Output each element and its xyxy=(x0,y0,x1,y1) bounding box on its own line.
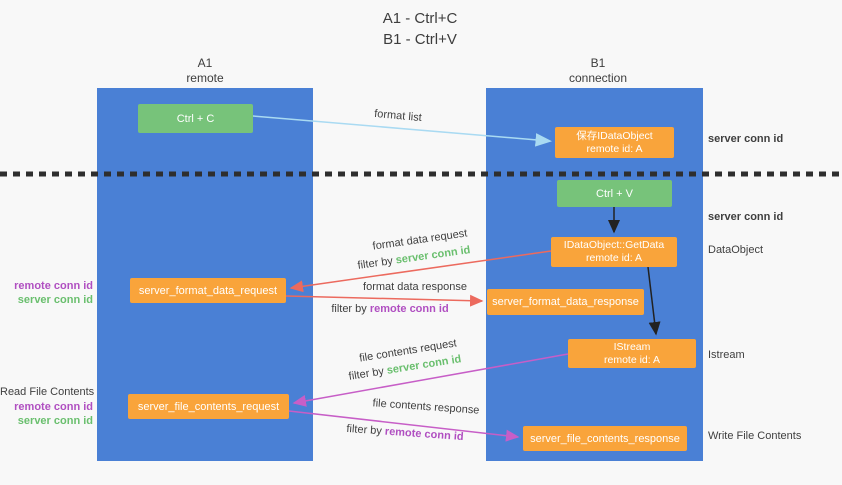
filter-by-text: filter by xyxy=(331,303,370,315)
annotation-remote-conn-id-top: remote conn id xyxy=(14,280,93,292)
filter-by-text: filter by xyxy=(356,254,397,272)
annotation-remote-conn-id-bottom: remote conn id xyxy=(14,401,93,413)
node-save-dataobject: 保存IDataObject remote id: A xyxy=(555,127,674,158)
annotation-write-file-contents: Write File Contents xyxy=(708,430,802,442)
node-istream-line1: IStream xyxy=(613,340,651,353)
node-getdata: IDataObject::GetData remote id: A xyxy=(551,237,677,267)
annotation-server-conn-id-left-bottom: server conn id xyxy=(17,415,93,427)
lifeline-header-left: A1 remote xyxy=(135,56,275,86)
node-save-dataobject-line2: remote id: A xyxy=(586,142,643,155)
node-getdata-line1: IDataObject::GetData xyxy=(563,239,665,251)
node-server-format-data-response: server_format_data_response xyxy=(487,289,644,315)
title-line-2: B1 - Ctrl+V xyxy=(383,31,457,48)
label-format-data-response: format data response xyxy=(363,281,467,293)
node-server-format-data-response-label: server_format_data_response xyxy=(492,296,639,308)
node-ctrl-c-label: Ctrl + C xyxy=(176,112,215,125)
annotation-server-conn-id-top: server conn id xyxy=(708,133,784,145)
label-file-contents-response: file contents response xyxy=(372,397,480,417)
label-format-list: format list xyxy=(373,107,423,125)
label-filter-format-data-response: filter by remote conn id xyxy=(310,303,470,315)
diagram-title: A1 - Ctrl+C B1 - Ctrl+V xyxy=(300,8,540,50)
node-getdata-line2: remote id: A xyxy=(585,252,643,264)
remote-conn-id-text: remote conn id xyxy=(369,303,449,315)
annotation-istream: Istream xyxy=(708,349,745,361)
annotation-server-conn-id-left-top: server conn id xyxy=(17,294,93,306)
node-ctrl-c: Ctrl + C xyxy=(138,104,253,133)
annotation-server-conn-id-mid: server conn id xyxy=(708,211,784,223)
node-save-dataobject-line1: 保存IDataObject xyxy=(576,129,653,142)
filter-by-text: filter by xyxy=(347,364,388,383)
remote-conn-id-text: remote conn id xyxy=(384,425,464,444)
annotation-read-file-contents: Read File Contents xyxy=(0,386,95,398)
lifeline-header-right: B1 connection xyxy=(528,56,668,86)
title-line-1: A1 - Ctrl+C xyxy=(382,10,458,27)
label-filter-file-contents-response: filter by remote conn id xyxy=(325,421,485,444)
node-istream: IStream remote id: A xyxy=(568,339,696,368)
node-istream-line2: remote id: A xyxy=(603,353,661,366)
node-server-format-data-request-label: server_format_data_request xyxy=(138,284,278,297)
annotation-dataobject: DataObject xyxy=(708,244,764,256)
node-ctrl-v: Ctrl + V xyxy=(557,180,672,207)
lifeline-right-name: B1 xyxy=(590,56,606,70)
lifeline-right-role: connection xyxy=(568,71,628,85)
filter-by-text: filter by xyxy=(346,422,386,438)
node-ctrl-v-label: Ctrl + V xyxy=(596,187,633,200)
node-server-file-contents-response-label: server_file_contents_response xyxy=(530,432,680,445)
node-server-format-data-request: server_format_data_request xyxy=(130,278,286,303)
node-server-file-contents-request-label: server_file_contents_request xyxy=(137,400,280,413)
lifeline-left-name: A1 xyxy=(197,56,213,70)
node-server-file-contents-response: server_file_contents_response xyxy=(523,426,687,451)
arrow-format-data-response xyxy=(285,294,484,307)
node-server-file-contents-request: server_file_contents_request xyxy=(128,394,289,419)
lifeline-left-role: remote xyxy=(186,71,224,85)
